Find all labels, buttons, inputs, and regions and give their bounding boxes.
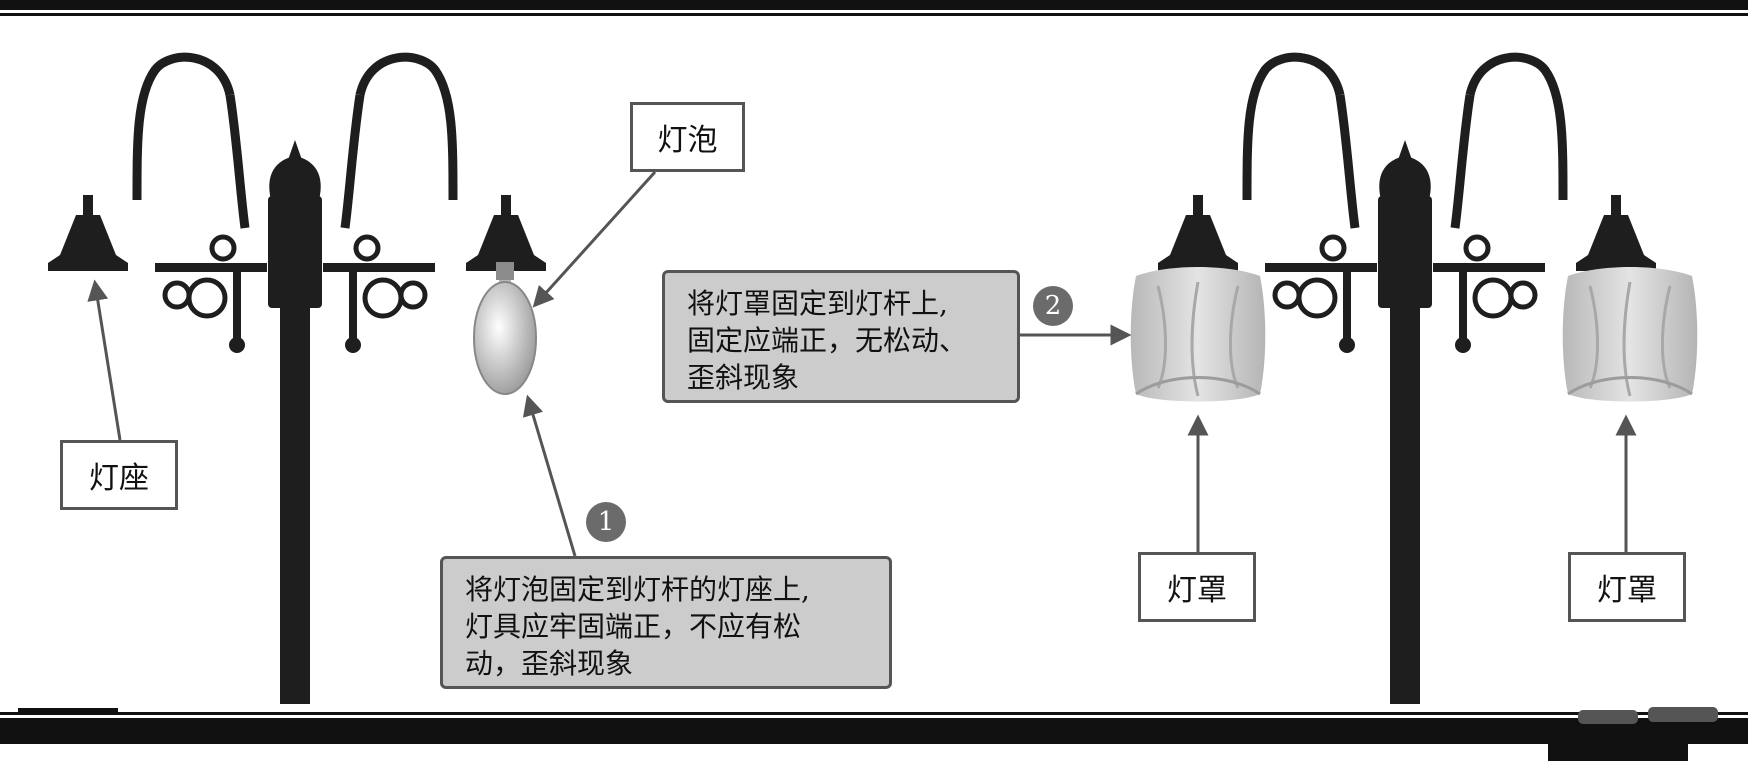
- step-2-note: 将灯罩固定到灯杆上, 固定应端正，无松动、 歪斜现象: [662, 270, 1020, 403]
- arrow-step-1: [522, 394, 577, 557]
- lamp-shade-left: [1129, 265, 1267, 403]
- step-1-line: 灯具应牢固端正，不应有松: [465, 610, 802, 643]
- leader-arrows: [87, 170, 1637, 557]
- step-1-badge: 1: [586, 502, 626, 542]
- light-bulb: [473, 262, 537, 395]
- lamp-holder-left: [1158, 195, 1238, 271]
- lamp-holder-right: [466, 195, 546, 271]
- lamp-holder-left: [48, 195, 128, 271]
- lamp-shade-right: [1561, 265, 1699, 403]
- bulb-label: 灯泡: [630, 102, 745, 172]
- step-2-line: 将灯罩固定到灯杆上,: [687, 287, 948, 320]
- step-2-badge: 2: [1033, 286, 1073, 326]
- shade-label-right: 灯罩: [1568, 552, 1686, 622]
- lamp-base-label: 灯座: [60, 440, 178, 510]
- shade-label-left: 灯罩: [1138, 552, 1256, 622]
- step-1-note: 将灯泡固定到灯杆的灯座上, 灯具应牢固端正，不应有松 动，歪斜现象: [440, 556, 892, 689]
- step-2-line: 固定应端正，无松动、: [687, 324, 968, 357]
- arrow-lamp-base: [87, 279, 122, 441]
- lamp-holder-right: [1576, 195, 1656, 271]
- step-1-line: 动，歪斜现象: [465, 647, 634, 680]
- step-1-line: 将灯泡固定到灯杆的灯座上,: [465, 573, 810, 606]
- arrow-bulb: [532, 170, 657, 308]
- step-2-line: 歪斜现象: [687, 361, 800, 394]
